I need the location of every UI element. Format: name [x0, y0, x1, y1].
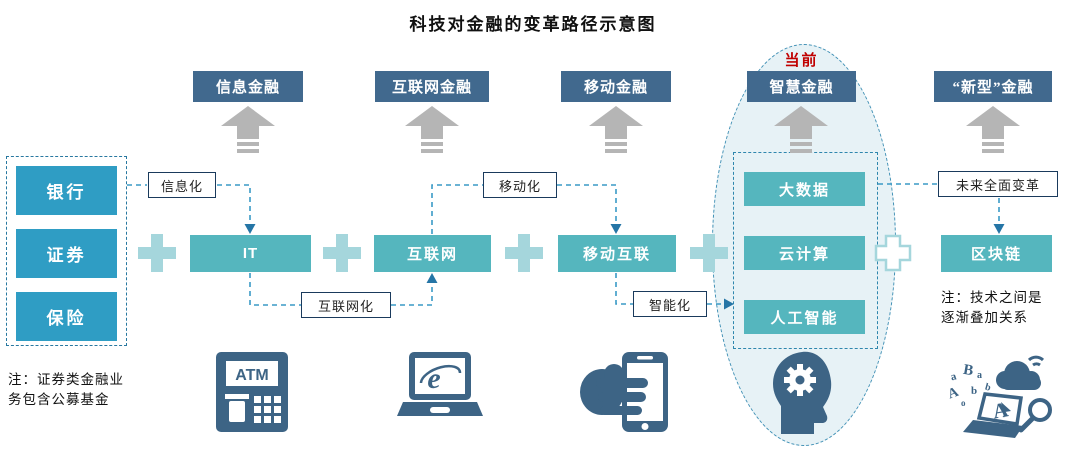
stage-mobile-finance: 移动金融: [561, 71, 671, 102]
note-left-line2: 务包含公募基金: [8, 392, 110, 407]
label-intelligentization: 智能化: [633, 291, 707, 317]
up-arrow-icon: [405, 106, 459, 154]
note-left: 注：证券类金融业 务包含公募基金: [8, 370, 168, 410]
stage-info-finance: 信息金融: [193, 71, 303, 102]
label-informatization: 信息化: [148, 172, 216, 198]
note-left-line1: 注：证券类金融业: [8, 372, 124, 387]
scattered-letter: b: [984, 382, 993, 394]
note-right-line2: 逐渐叠加关系: [941, 310, 1028, 325]
scattered-letter: o: [961, 398, 966, 408]
note-right: 注：技术之间是 逐渐叠加关系: [941, 288, 1066, 328]
label-mobilization: 移动化: [483, 172, 557, 198]
tech-mobile-internet: 移动互联: [558, 235, 676, 272]
screen-a-glyph: A: [991, 397, 1011, 423]
tech-it: IT: [190, 235, 311, 272]
up-arrow-icon: [774, 106, 828, 154]
institution-bank: 银行: [16, 166, 117, 215]
note-right-line1: 注：技术之间是: [941, 290, 1043, 305]
arrowhead-into-internet: [426, 273, 438, 283]
stage-new-finance: “新型”金融: [934, 71, 1052, 102]
institution-securities: 证券: [16, 229, 117, 278]
plus-icon: [505, 234, 543, 272]
scattered-letter: A: [946, 384, 961, 402]
current-badge: 当前: [784, 53, 819, 69]
atm-icon: ATM: [216, 352, 288, 432]
connector-internetization-to-internet: [391, 283, 433, 306]
connector-it-to-internetization: [249, 273, 301, 306]
atm-label: ATM: [235, 367, 268, 384]
tech-blockchain: 区块链: [941, 235, 1052, 272]
connector-mobileinternet-to-intelligentization: [615, 273, 633, 305]
plus-icon: [138, 234, 176, 272]
plus-outline-icon: [874, 234, 912, 272]
plus-icon: [323, 234, 361, 272]
tech-internet: 互联网: [374, 235, 491, 272]
laptop-browser-icon: e: [397, 352, 483, 416]
institutions-dashed-rect: [6, 156, 127, 346]
up-arrow-icon: [589, 106, 643, 154]
scattered-letter: a: [949, 370, 958, 383]
label-future-transformation: 未来全面变革: [938, 171, 1058, 197]
connector-mobilization-to-mobileinternet: [557, 184, 617, 224]
tech-cloud-computing: 云计算: [744, 236, 865, 270]
tech-ai: 人工智能: [744, 300, 865, 334]
connector-internet-to-mobilization: [431, 184, 483, 234]
hand-phone-icon: [580, 352, 668, 432]
head-gear-icon: [773, 351, 832, 434]
data-cloud-search-icon: a B a A b o b A: [946, 355, 1052, 438]
tech-big-data: 大数据: [744, 172, 865, 206]
stage-internet-finance: 互联网金融: [375, 71, 489, 102]
arrowhead-into-blockchain: [993, 224, 1005, 234]
scattered-letter: a: [977, 370, 982, 381]
scattered-letter: B: [962, 362, 975, 379]
arrowhead-into-it: [244, 224, 256, 234]
up-arrow-icon: [966, 106, 1020, 154]
page-title: 科技对金融的变革路径示意图: [409, 15, 657, 34]
connector-informatization-to-it: [217, 184, 251, 224]
plus-icon: [690, 234, 728, 272]
stage-smart-finance: 智慧金融: [747, 71, 856, 102]
up-arrow-icon: [221, 106, 275, 154]
label-internetization: 互联网化: [301, 292, 391, 318]
scattered-letter: b: [971, 385, 977, 397]
institution-insurance: 保险: [16, 292, 117, 341]
arrowhead-into-mobileinternet: [610, 224, 622, 234]
